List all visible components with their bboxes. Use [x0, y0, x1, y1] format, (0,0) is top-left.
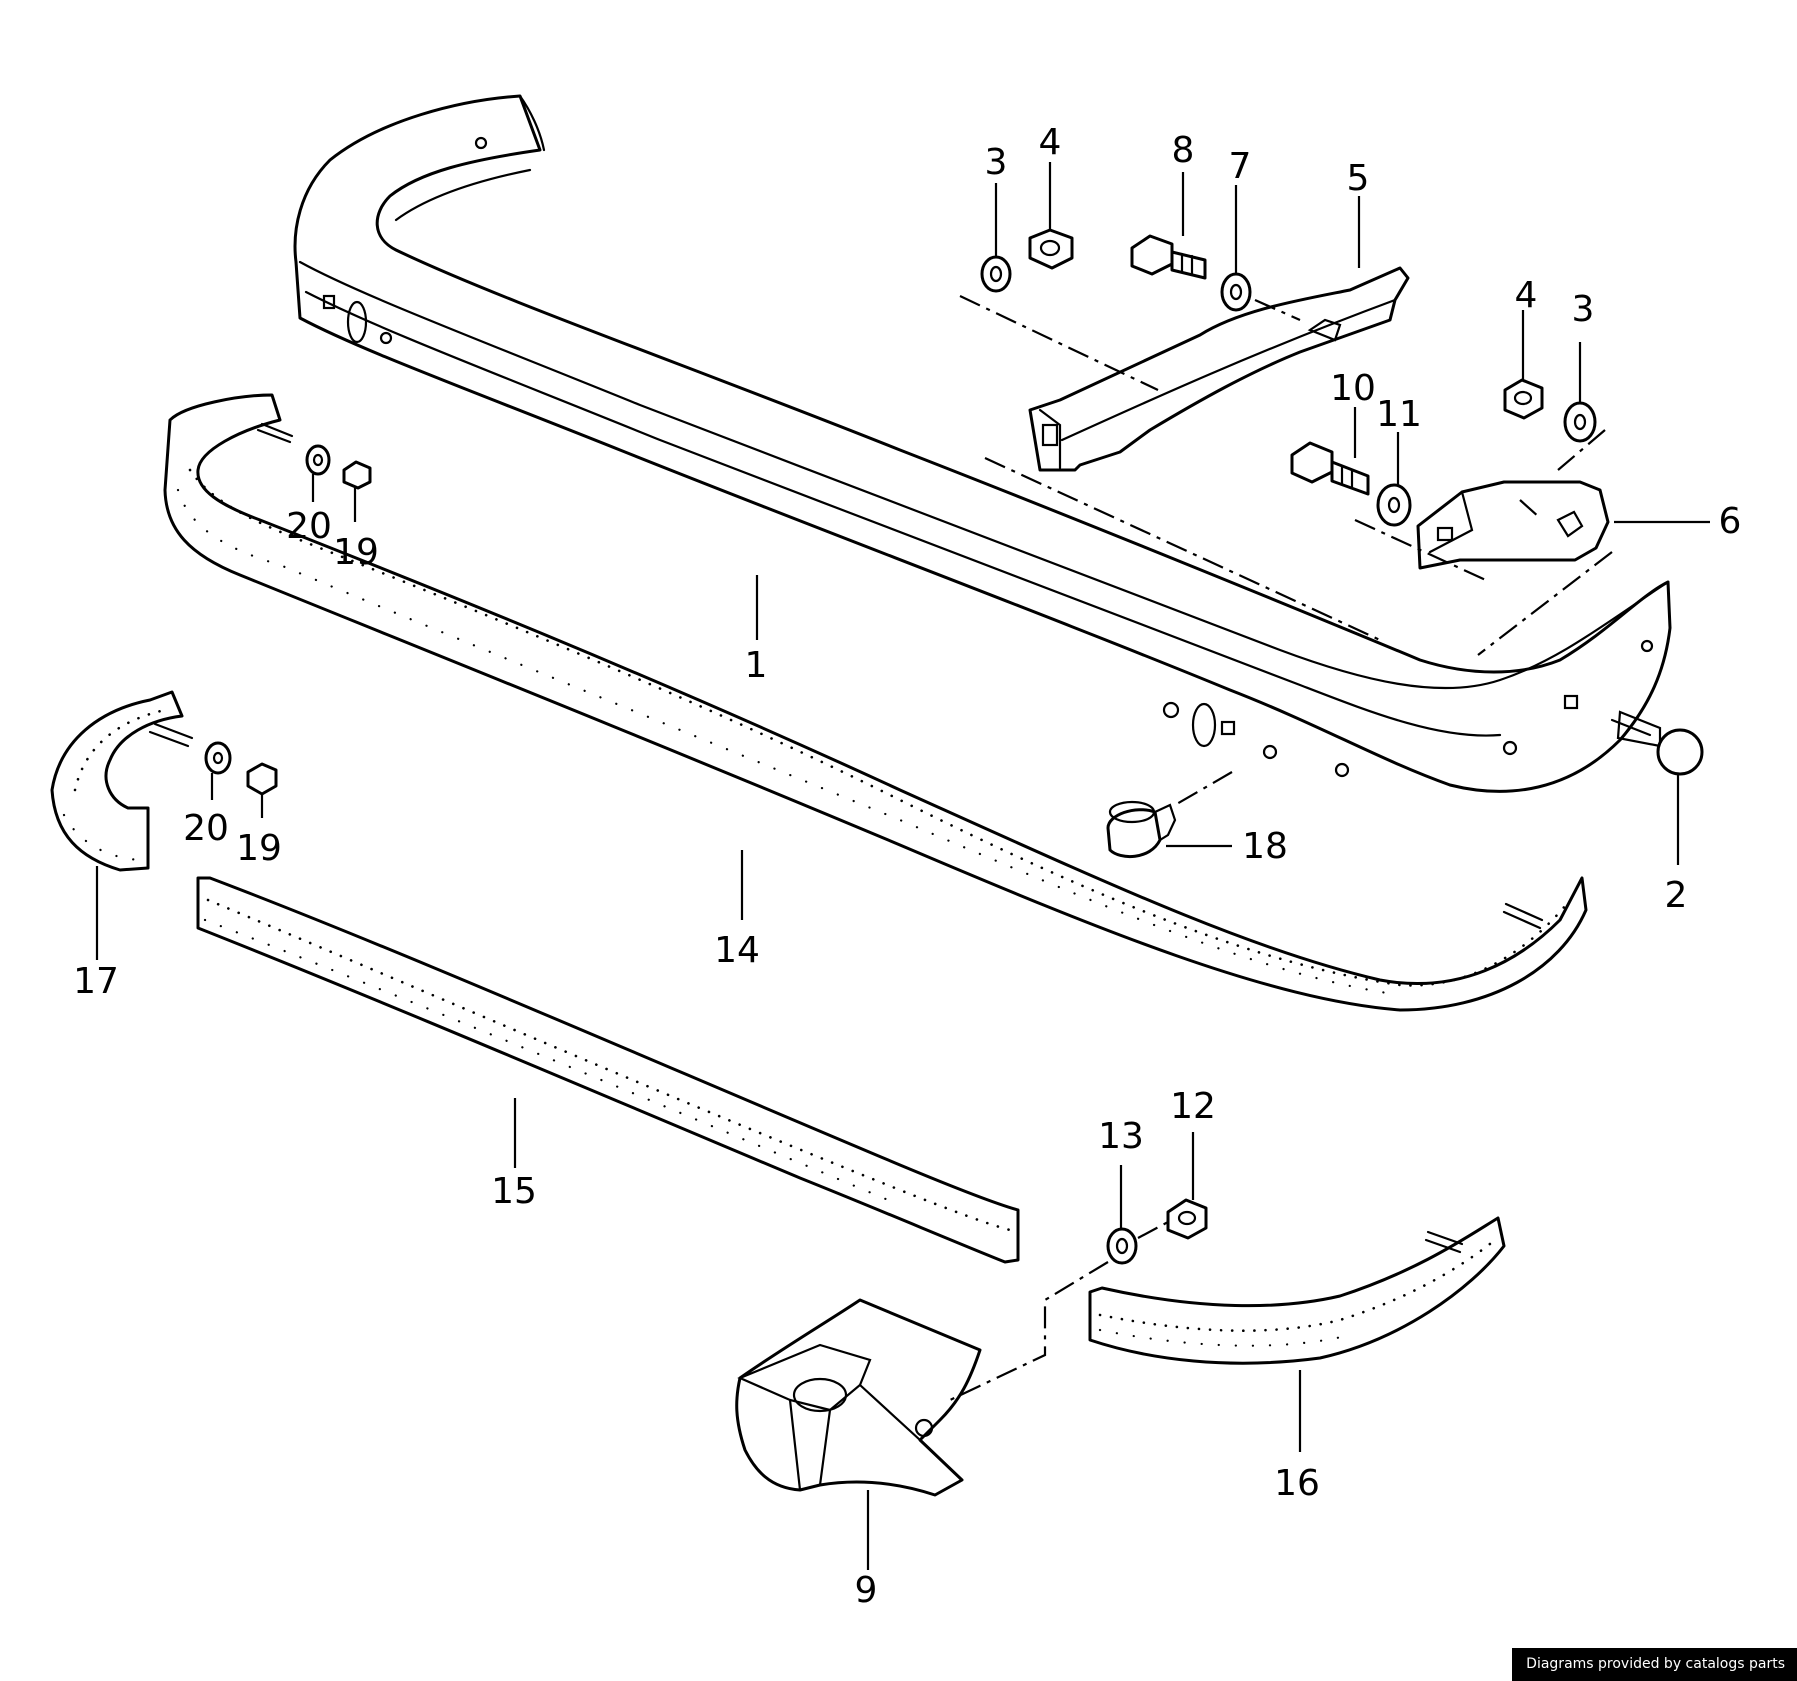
nut-4a [1028, 228, 1074, 270]
callout-3a: 3 [985, 142, 1008, 183]
callout-10: 10 [1330, 368, 1376, 409]
callout-7: 7 [1229, 146, 1252, 187]
nut-19a [342, 460, 372, 490]
callout-14: 14 [714, 930, 760, 971]
stud-right [1502, 902, 1544, 930]
callout-18: 18 [1242, 826, 1288, 867]
credit-badge: Diagrams provided by catalogs parts [1512, 1648, 1797, 1681]
washer-20a [305, 444, 331, 476]
callout-9: 9 [855, 1570, 878, 1611]
bumper-bar[interactable] [293, 94, 1672, 793]
foam-corner-17[interactable] [50, 690, 184, 872]
washer-7 [1220, 272, 1252, 312]
corner-guard[interactable] [735, 1298, 982, 1497]
callout-19a: 19 [333, 532, 379, 573]
washer-13 [1106, 1227, 1138, 1265]
callout-1: 1 [745, 645, 768, 686]
callout-20b: 20 [183, 808, 229, 849]
washer-11 [1376, 483, 1412, 527]
assembly-lines [949, 295, 1613, 1401]
callout-2: 2 [1665, 875, 1688, 916]
washer-20b [204, 741, 232, 775]
callout-12: 12 [1170, 1086, 1216, 1127]
angle-bracket[interactable] [1416, 480, 1610, 570]
bolt-8 [1130, 234, 1174, 276]
stud-16 [1424, 1230, 1464, 1254]
retaining-clip[interactable] [1106, 800, 1177, 859]
washer-3a [980, 255, 1012, 293]
leader-lines [95, 162, 1710, 1570]
bolt-10 [1290, 441, 1334, 484]
nut-19b [246, 762, 278, 796]
fasteners [148, 228, 1597, 1265]
callout-20a: 20 [286, 506, 332, 547]
foam-strip-14[interactable] [163, 393, 1588, 1012]
support-bracket[interactable] [1028, 266, 1410, 472]
callout-5: 5 [1347, 158, 1370, 199]
callout-8: 8 [1172, 130, 1195, 171]
callout-4a: 4 [1039, 122, 1062, 163]
washer-3b [1563, 401, 1597, 443]
callout-13: 13 [1098, 1116, 1144, 1157]
bumper-cap[interactable] [1610, 710, 1704, 776]
callout-4b: 4 [1515, 275, 1538, 316]
foam-strip-16[interactable] [1088, 1216, 1506, 1365]
callout-17: 17 [73, 961, 119, 1002]
stud-lower [148, 722, 194, 748]
callout-16: 16 [1274, 1463, 1320, 1504]
callout-11: 11 [1376, 394, 1422, 435]
callout-6: 6 [1719, 501, 1742, 542]
foam-strip-15[interactable] [196, 876, 1020, 1264]
nut-4b [1503, 378, 1544, 420]
callout-15: 15 [491, 1171, 537, 1212]
stud-upper [256, 422, 294, 444]
nut-12 [1166, 1198, 1208, 1240]
callouts: 1 2 3 4 5 6 7 8 9 10 11 12 13 14 15 16 1… [73, 122, 1741, 1611]
callout-19b: 19 [236, 828, 282, 869]
callout-3b: 3 [1572, 289, 1595, 330]
